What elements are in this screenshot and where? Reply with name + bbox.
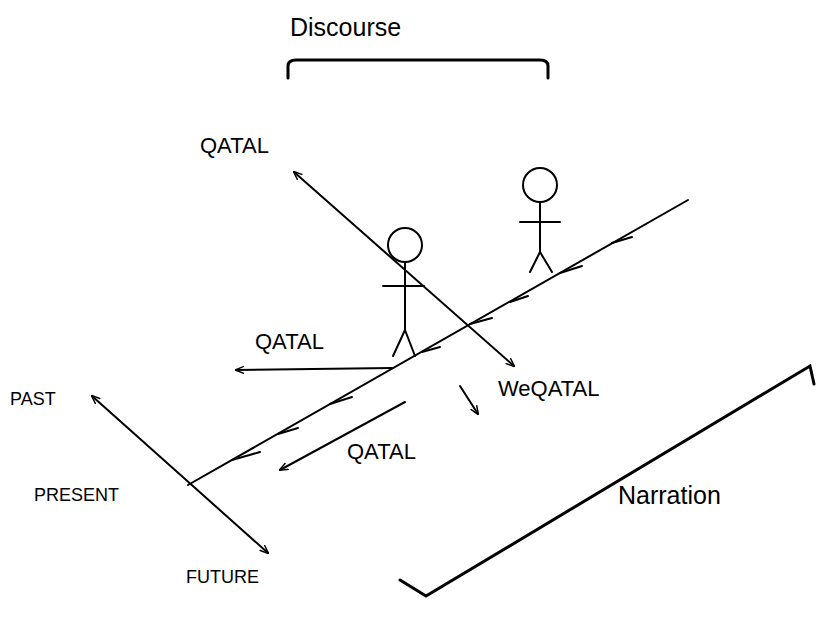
stick-figure bbox=[383, 228, 424, 356]
tense-label: QATAL bbox=[255, 330, 324, 354]
tense-arrow bbox=[236, 368, 392, 370]
stick-figure bbox=[520, 168, 560, 272]
tense-label: QATAL bbox=[200, 134, 269, 158]
discourse-arrow bbox=[294, 172, 514, 366]
tense-label: WeQATAL bbox=[498, 377, 599, 401]
bracket-label: Discourse bbox=[290, 14, 401, 42]
axis-label: PAST bbox=[10, 390, 56, 410]
tense-arrow bbox=[460, 386, 478, 414]
axis-label: FUTURE bbox=[186, 568, 259, 588]
tense-label: QATAL bbox=[347, 440, 416, 464]
timeline-ticks bbox=[232, 237, 632, 460]
time-axis bbox=[92, 396, 268, 553]
axis-label: PRESENT bbox=[34, 486, 119, 506]
bracket-label: Narration bbox=[618, 482, 721, 510]
discourse-bracket bbox=[288, 60, 548, 78]
narration-bracket bbox=[400, 366, 814, 596]
timeline bbox=[188, 200, 688, 485]
